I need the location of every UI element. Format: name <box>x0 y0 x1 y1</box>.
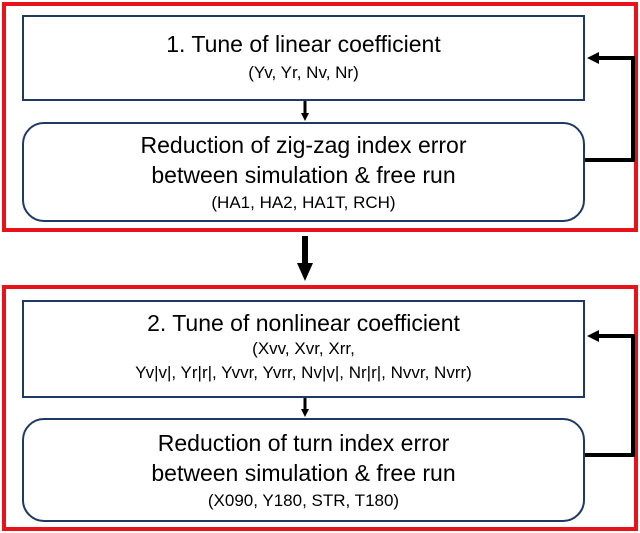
tune-nonlinear-coefficient-box: 2. Tune of nonlinear coefficient (Xvv, X… <box>22 300 585 398</box>
linear-coefficient-params: (Yv, Yr, Nv, Nr) <box>248 63 359 82</box>
feedback-loop-step1 <box>585 52 635 162</box>
tune-linear-title: 1. Tune of linear coefficient <box>166 31 441 57</box>
reduction-turn-line2: between simulation & free run <box>151 460 456 486</box>
reduction-zigzag-line2: between simulation & free run <box>151 162 456 188</box>
tune-nonlinear-title: 2. Tune of nonlinear coefficient <box>147 310 460 336</box>
reduction-zigzag-error-box: Reduction of zig-zag index error between… <box>22 122 585 222</box>
tune-linear-coefficient-box: 1. Tune of linear coefficient (Yv, Yr, N… <box>22 15 585 101</box>
reduction-turn-error-box: Reduction of turn index error between si… <box>22 418 585 522</box>
reduction-zigzag-line1: Reduction of zig-zag index error <box>140 132 467 158</box>
zigzag-indices: (HA1, HA2, HA1T, RCH) <box>211 193 396 212</box>
turn-indices: (X090, Y180, STR, T180) <box>207 491 400 510</box>
feedback-loop-step2 <box>585 330 635 457</box>
step2-group-frame <box>2 285 638 531</box>
reduction-turn-line1: Reduction of turn index error <box>157 430 450 456</box>
nonlinear-params-line1: (Xvv, Xvr, Xrr, <box>252 339 355 358</box>
step1-group-frame <box>2 2 638 232</box>
nonlinear-params-line2: Yv|v|, Yr|r|, Yvvr, Yvrr, Nv|v|, Nr|r|, … <box>135 363 472 382</box>
